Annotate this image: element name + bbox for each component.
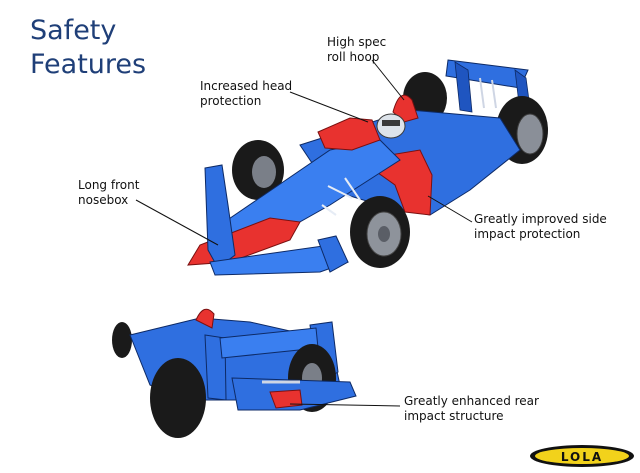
roll-hoop-leader: [371, 59, 405, 101]
rear-impact-leader: [289, 403, 401, 407]
head-protection-leader: [289, 91, 369, 123]
title-line-1: Safety: [30, 15, 117, 46]
nosebox-leader: [135, 199, 219, 246]
label-roll-hoop: High spec roll hoop: [327, 35, 387, 64]
title-line-2: Features: [30, 49, 147, 80]
rear-left-tyre: [150, 358, 206, 438]
side-impact-leader: [427, 195, 473, 223]
front-right-wheel: [350, 196, 410, 268]
top-car: [187, 59, 548, 276]
head-protection: [317, 117, 381, 151]
bottom-car: [112, 308, 357, 438]
callout-lines: [135, 59, 473, 407]
rear-impact-structure: [269, 389, 303, 409]
front-left-wheel: [232, 140, 284, 200]
driver-helmet: [376, 113, 406, 139]
roll-hoop: [392, 94, 419, 123]
lola-logo: LOLA: [530, 445, 634, 467]
lola-logo-text: LOLA: [561, 450, 603, 464]
label-side-impact: Greatly improved side impact protection: [474, 212, 607, 241]
label-head-protection: Increased head protection: [200, 79, 293, 108]
slide-title: Safety Features: [30, 14, 146, 82]
label-rear-impact: Greatly enhanced rear impact structure: [404, 394, 539, 423]
label-nosebox: Long front nosebox: [78, 178, 140, 207]
